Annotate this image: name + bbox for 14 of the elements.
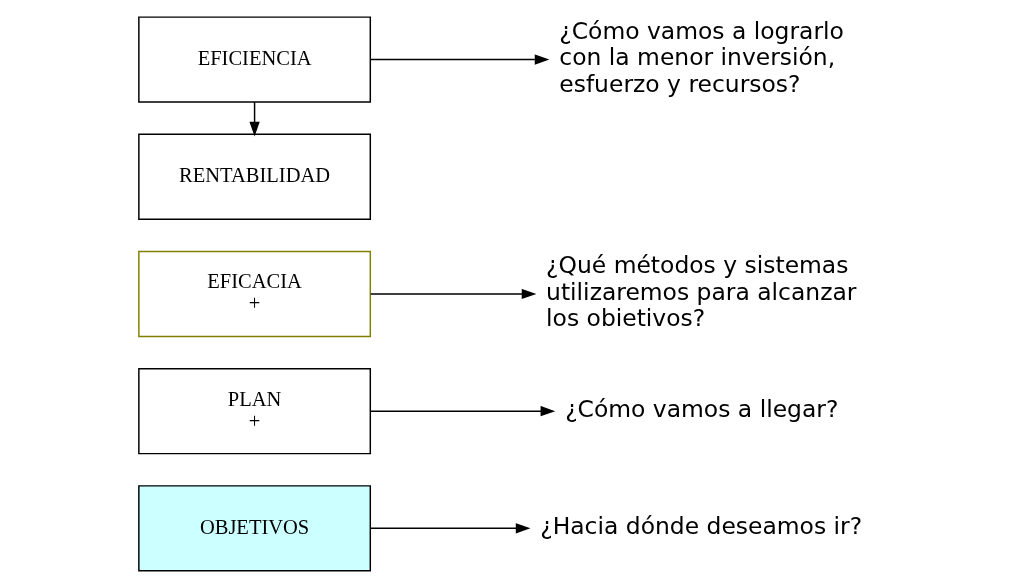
- node-box: PLAN +: [138, 367, 372, 455]
- arrow: [370, 288, 537, 300]
- arrow: [370, 406, 556, 417]
- node-text: ¿Cómo vamos a llegar?: [565, 394, 839, 423]
- node-box: EFICACIA +: [138, 250, 372, 338]
- arrow: [370, 54, 550, 65]
- node-box: RENTABILIDAD: [138, 133, 372, 220]
- node-text: ¿Cómo vamos a lograrlo con la menor inversión, esfuerzo y recursos?: [559, 16, 844, 98]
- arrow: [370, 523, 531, 534]
- node-text: ¿Qué métodos y sistemas utilizaremos para alcanzar los obietivos?: [546, 251, 857, 332]
- node-box: OBJETIVOS: [138, 485, 372, 572]
- node-box: EFICIENCIA: [138, 16, 372, 103]
- node-text: ¿Hacia dónde deseamos ir?: [540, 511, 863, 540]
- arrow: [249, 101, 260, 137]
